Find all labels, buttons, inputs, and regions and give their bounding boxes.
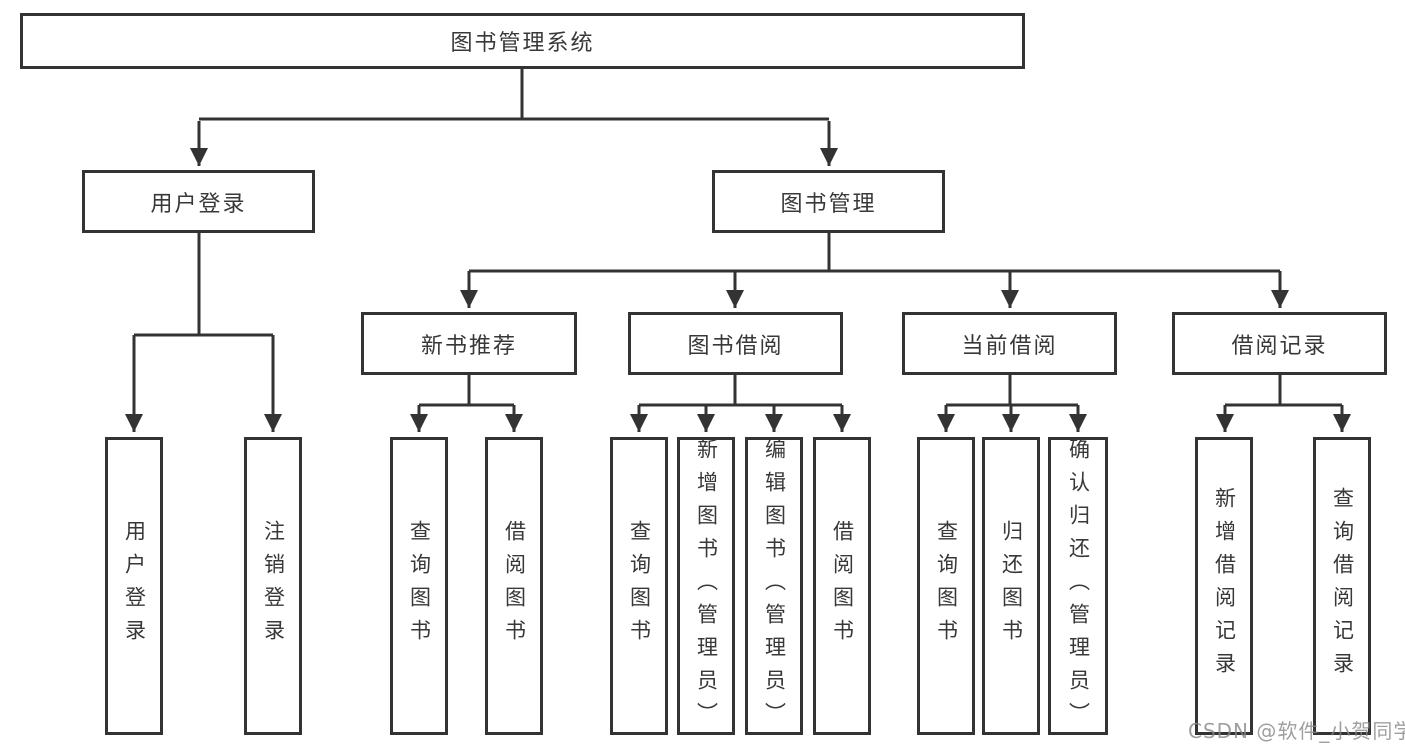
leaf-return-books: 归还图书 bbox=[982, 437, 1040, 735]
leaf-add-books-admin-label: 新增图书（管理员） bbox=[694, 437, 719, 735]
edge-current-bar bbox=[946, 375, 1078, 407]
node-borrowing-records-label: 借阅记录 bbox=[1231, 333, 1328, 359]
node-root-library-system: 图书管理系统 bbox=[20, 13, 1025, 69]
node-current-borrowing-label: 当前借阅 bbox=[961, 333, 1058, 359]
node-book-borrowing-label: 图书借阅 bbox=[687, 333, 784, 359]
leaf-borrow-books-borrowing-label: 借阅图书 bbox=[830, 520, 855, 652]
leaf-add-books-admin: 新增图书（管理员） bbox=[677, 437, 735, 735]
edge-root-bar bbox=[199, 69, 829, 121]
edge-recommend-bar bbox=[419, 375, 514, 407]
leaf-confirm-return-admin: 确认归还（管理员） bbox=[1048, 437, 1108, 735]
leaf-user-login-label: 用户登录 bbox=[122, 520, 147, 652]
edge-records-bar bbox=[1225, 375, 1342, 407]
leaf-borrow-books-recommend-label: 借阅图书 bbox=[502, 520, 527, 652]
leaf-borrow-books-borrowing: 借阅图书 bbox=[813, 437, 871, 735]
node-book-management: 图书管理 bbox=[712, 170, 945, 233]
node-borrowing-records: 借阅记录 bbox=[1172, 312, 1387, 375]
leaf-logout-label: 注销登录 bbox=[261, 520, 286, 652]
leaf-query-borrow-record: 查询借阅记录 bbox=[1313, 437, 1371, 735]
csdn-watermark: CSDN @软件_小贺同学 bbox=[1188, 719, 1405, 743]
leaf-edit-books-admin: 编辑图书（管理员） bbox=[745, 437, 803, 735]
node-book-management-label: 图书管理 bbox=[780, 191, 877, 217]
node-new-book-recommendation-label: 新书推荐 bbox=[420, 333, 517, 359]
node-user-login: 用户登录 bbox=[82, 170, 315, 233]
node-book-borrowing: 图书借阅 bbox=[628, 312, 843, 375]
leaf-return-books-label: 归还图书 bbox=[999, 520, 1024, 652]
leaf-query-books-current-label: 查询图书 bbox=[934, 520, 959, 652]
leaf-query-books-borrowing: 查询图书 bbox=[610, 437, 668, 735]
leaf-query-books-current: 查询图书 bbox=[917, 437, 975, 735]
node-user-login-label: 用户登录 bbox=[150, 191, 247, 217]
leaf-confirm-return-admin-label: 确认归还（管理员） bbox=[1066, 437, 1091, 735]
leaf-logout: 注销登录 bbox=[244, 437, 302, 735]
leaf-query-borrow-record-label: 查询借阅记录 bbox=[1330, 487, 1355, 685]
leaf-edit-books-admin-label: 编辑图书（管理员） bbox=[762, 437, 787, 735]
node-new-book-recommendation: 新书推荐 bbox=[361, 312, 577, 375]
leaf-query-books-recommend-label: 查询图书 bbox=[407, 520, 432, 652]
node-root-label: 图书管理系统 bbox=[450, 31, 595, 56]
leaf-query-books-recommend: 查询图书 bbox=[390, 437, 448, 735]
leaf-borrow-books-recommend: 借阅图书 bbox=[485, 437, 543, 735]
edge-book-management-bar bbox=[469, 233, 1280, 273]
leaf-add-borrow-record: 新增借阅记录 bbox=[1195, 437, 1253, 735]
edge-borrowing-bar bbox=[639, 375, 842, 407]
leaf-add-borrow-record-label: 新增借阅记录 bbox=[1212, 487, 1237, 685]
edge-user-login-bar bbox=[134, 233, 273, 337]
leaf-user-login: 用户登录 bbox=[105, 437, 163, 735]
leaf-query-books-borrowing-label: 查询图书 bbox=[627, 520, 652, 652]
node-current-borrowing: 当前借阅 bbox=[902, 312, 1117, 375]
